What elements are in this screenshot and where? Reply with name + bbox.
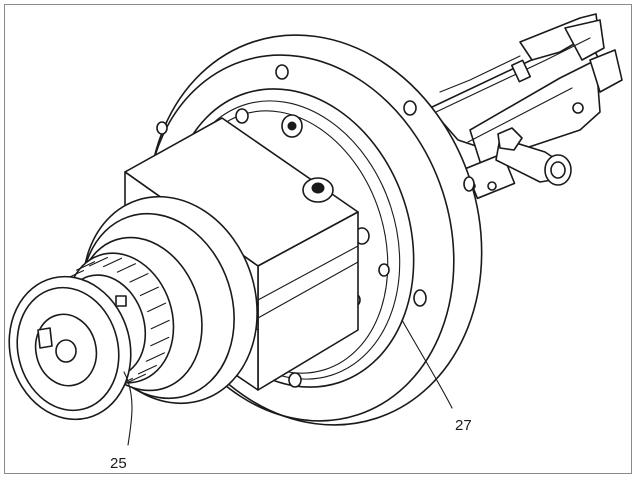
pulley-tooth [126,373,147,384]
cap-screw [495,127,572,186]
pulley-tooth [116,263,136,273]
pulley-tooth [75,261,96,271]
pulley-tooth [129,273,149,283]
pulley-tooth [137,364,157,375]
pulley-tooth [145,352,165,362]
toothed-pulley [8,252,175,421]
reference-label-27: 27 [455,417,472,434]
pulley-tooth [88,256,109,267]
reference-label-25: 25 [110,455,127,472]
pulley-tooth [150,336,170,347]
pulley-tooth [150,319,170,330]
pulley-tooth [139,286,159,297]
figure-border [4,4,632,474]
pulley-tooth [102,257,123,268]
leader-line-25 [123,371,133,446]
leader-line-27 [401,319,453,409]
pulley-tooth [147,302,167,313]
